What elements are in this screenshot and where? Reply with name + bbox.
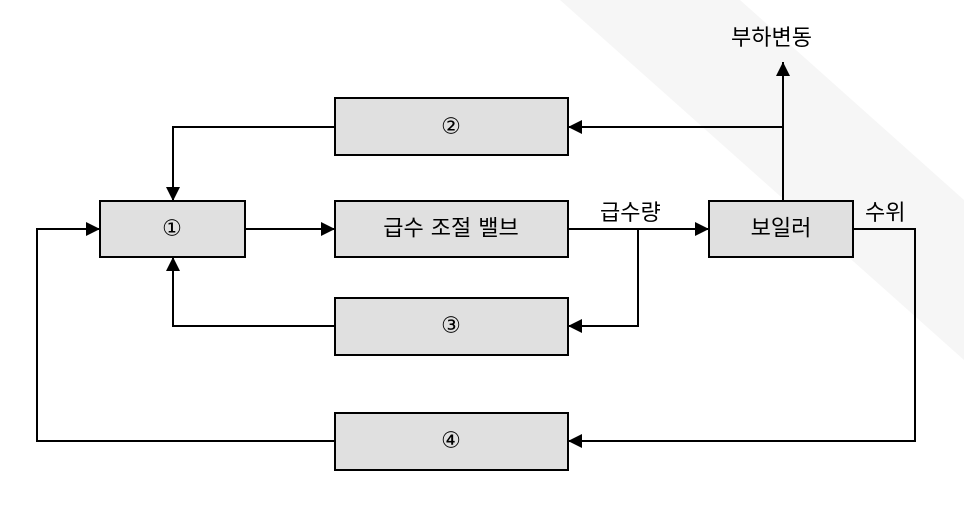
arrow-b2-to-b1 [166,126,335,201]
block-2: ② [334,97,569,156]
valve-label: 급수 조절 밸브 [383,217,518,242]
block-2-label: ② [441,115,461,140]
block-4-label: ④ [441,429,461,454]
arrow-b4-to-b1 [36,222,335,442]
arrow-level-to-b4 [568,228,916,448]
block-1-label: ① [162,217,182,242]
block-3-label: ③ [441,314,461,339]
load-change-label: 부하변동 [731,26,812,51]
arrow-b3-to-b1 [166,257,335,327]
watermark [560,0,964,360]
block-1: ① [99,200,246,258]
block-valve: 급수 조절 밸브 [334,200,569,258]
feed-flow-label: 급수량 [600,201,661,226]
block-boiler: 보일러 [708,200,854,258]
water-level-label: 수위 [865,201,905,226]
block-3: ③ [334,297,569,356]
block-4: ④ [334,412,569,471]
boiler-label: 보일러 [751,217,812,242]
arrow-flow-to-b3 [568,229,639,333]
